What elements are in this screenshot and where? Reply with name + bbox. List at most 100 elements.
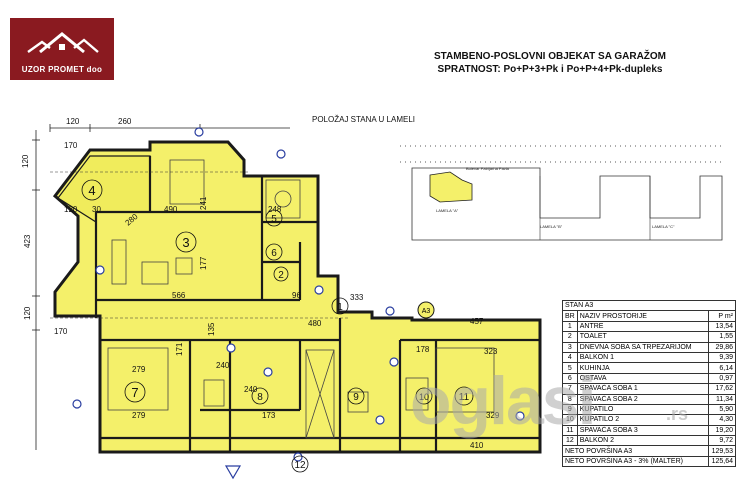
room-name-cell: KUHINJA <box>576 362 710 374</box>
site-sketch <box>400 145 723 241</box>
apartment-marker <box>417 301 435 319</box>
dimension-label: 135 <box>207 322 216 336</box>
dimension-label: 173 <box>262 411 276 420</box>
dimension-label: 423 <box>23 234 32 248</box>
axis-lines <box>50 171 350 319</box>
dimension-label: 120 <box>64 205 78 214</box>
room-name-cell: ANTRE <box>576 320 710 333</box>
company-logo: UZOR PROMET doo <box>10 18 114 80</box>
dimension-label: 457 <box>470 317 484 326</box>
watermark-suffix: .rs <box>666 404 689 424</box>
table-header-unit: P m² <box>708 310 736 322</box>
dimension-label: 241 <box>199 196 208 210</box>
room-name-cell: KUPATILO <box>576 403 710 416</box>
room-area-cell: 4,30 <box>708 414 736 426</box>
dimension-label: 279 <box>132 411 146 420</box>
section-arrow <box>224 465 242 480</box>
lamela-b-label: LAMELA "B" <box>540 224 563 229</box>
dimension-label: 96 <box>292 291 301 300</box>
room-number: 4 <box>88 183 95 198</box>
net-area-label: NETO POVRŠINA A3 <box>562 445 709 457</box>
room-area-cell: 29,86 <box>708 341 736 353</box>
room-area-cell: 1,55 <box>708 331 736 343</box>
room-name-cell: DNEVNA SOBA SA TRPEZARIJOM <box>576 341 710 353</box>
location-caption: POLOŽAJ STANA U LAMELI <box>312 115 415 124</box>
net-area-plaster-value: 125,64 <box>708 455 736 468</box>
dimension-label: 240 <box>216 361 230 370</box>
dimension-label: 279 <box>132 365 146 374</box>
room-number-cell: 2 <box>562 331 578 343</box>
room-area-cell: 19,20 <box>708 424 736 437</box>
room-area-cell: 9,39 <box>708 351 736 364</box>
room-name-cell: KUPATILO 2 <box>576 414 710 426</box>
table-title: STAN A3 <box>562 299 736 312</box>
dimension-label: 170 <box>64 141 78 150</box>
room-number: 3 <box>182 235 189 250</box>
apartment-floor <box>52 140 542 454</box>
house-roof-icon <box>27 32 99 54</box>
room-number: 8 <box>257 392 263 403</box>
dimension-label: 333 <box>350 293 364 302</box>
room-name-cell: BALKON 2 <box>576 435 710 447</box>
dimension-label: 120 <box>23 306 32 320</box>
room-name-cell: BALKON 1 <box>576 351 710 364</box>
room-number-cell: 1 <box>562 320 578 333</box>
room-number: 5 <box>271 214 277 225</box>
room-area-cell: 17,62 <box>708 383 736 395</box>
room-number-cell: 3 <box>562 341 578 353</box>
room-name-cell: TOALET <box>576 331 710 343</box>
room-area-cell: 13,54 <box>708 320 736 333</box>
room-area-cell: 11,34 <box>708 393 736 405</box>
project-title-line-1: STAMBENO-POSLOVNI OBJEKAT SA GARAŽOM <box>433 51 667 62</box>
dimension-label: 120 <box>21 154 30 168</box>
dimension-label: 120 <box>66 117 80 126</box>
room-number: 1 <box>337 302 343 313</box>
room-number: 6 <box>271 248 277 259</box>
dimension-label: 170 <box>54 327 68 336</box>
apartment-marker-label: A3 <box>422 308 431 315</box>
dimension-label: 178 <box>416 345 430 354</box>
room-name-cell: SPAVAĆA SOBA 2 <box>576 393 710 405</box>
dimension-label: 260 <box>118 117 132 126</box>
dimension-label: 323 <box>484 347 498 356</box>
room-name-cell: OSTAVA <box>576 372 710 385</box>
room-number: 7 <box>131 385 138 400</box>
lamela-c-label: LAMELA "C" <box>652 224 675 229</box>
net-area-plaster-label: NETO POVRŠINA A3 - 3% (MALTER) <box>562 455 709 468</box>
room-name-cell: SPAVAĆA SOBA 1 <box>576 383 710 395</box>
room-number: 9 <box>353 392 359 403</box>
dimension-label: 480 <box>308 319 322 328</box>
room-number: 2 <box>278 270 284 281</box>
room-number: 10 <box>419 392 429 402</box>
dimension-label: 410 <box>470 441 484 450</box>
room-area-cell: 0,97 <box>708 372 736 385</box>
dimension-label: 30 <box>92 205 101 214</box>
section-markers <box>72 127 525 462</box>
room-number: 11 <box>459 392 470 403</box>
dimension-label: 177 <box>199 256 208 270</box>
room-name-cell: SPAVAĆA SOBA 3 <box>576 424 710 437</box>
watermark: oglasi <box>410 363 596 439</box>
project-title: STAMBENO-POSLOVNI OBJEKAT SA GARAŽOM SPR… <box>370 50 730 76</box>
project-title-line-2: SPRATNOST: Po+P+3+Pk i Po+P+4+Pk-dupleks <box>437 64 663 75</box>
company-name: UZOR PROMET doo <box>21 65 103 74</box>
dimension-label: 240 <box>244 385 258 394</box>
lamela-a-label: LAMELA "A" <box>436 208 459 213</box>
room-number: 12 <box>294 460 306 471</box>
room-area-cell: 6,14 <box>708 362 736 374</box>
dimension-label: 171 <box>175 342 184 356</box>
room-area-cell: 5,90 <box>708 403 736 416</box>
dimension-label: 329 <box>486 411 500 420</box>
room-area-cell: 9,72 <box>708 435 736 447</box>
street-label: Bulevar Patrijarha Pavla <box>466 166 510 171</box>
dimension-label: 248 <box>268 205 282 214</box>
furniture <box>107 159 495 439</box>
table-header-br: BR <box>562 310 578 322</box>
table-header-name: NAZIV PROSTORIJE <box>576 310 710 322</box>
dimension-label: 566 <box>172 291 186 300</box>
